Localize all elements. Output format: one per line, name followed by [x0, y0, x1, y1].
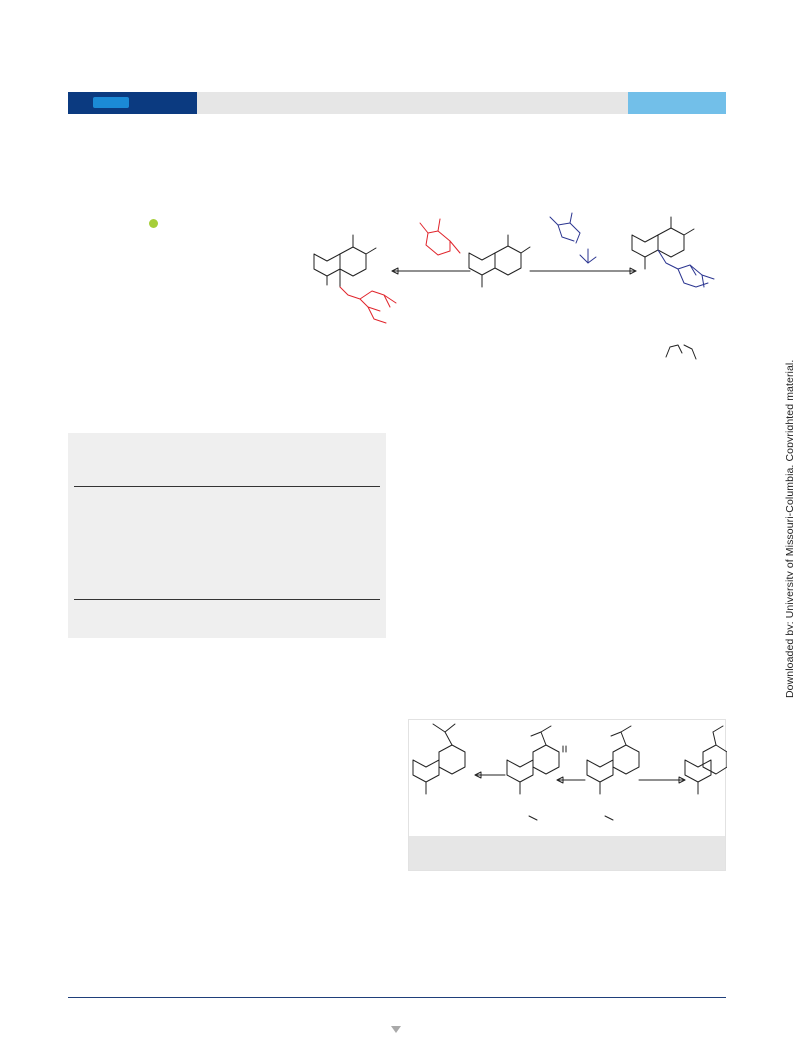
top-reaction-scheme [313, 212, 715, 360]
download-notice: Downloaded by: University of Missouri-Co… [784, 359, 793, 698]
table-bottom-rule [74, 599, 380, 600]
triangle-down-icon[interactable] [391, 1026, 401, 1033]
section-badge [93, 97, 129, 108]
left-product-red-fragment [339, 286, 397, 324]
orcid-icon[interactable] [149, 219, 158, 228]
starting-material-structure [468, 234, 531, 288]
journal-header-bar [68, 92, 197, 114]
header-accent-band [628, 92, 726, 114]
bottom-product-2-structure [506, 725, 567, 821]
table-top-rule [74, 486, 380, 487]
footer-rule [68, 997, 726, 998]
left-product-structure [313, 234, 377, 288]
bottom-product-3-structure [684, 725, 727, 795]
right-product-blue-fragment [657, 249, 715, 288]
scheme-caption-band [409, 836, 725, 870]
substituent-fragment [665, 344, 697, 360]
bottom-product-1-structure [412, 723, 466, 795]
bottom-starting-material-structure [586, 725, 640, 821]
bottom-scheme-structures [412, 723, 727, 821]
right-product-structure [631, 216, 695, 270]
data-table [68, 433, 386, 638]
blue-reagent-structure [549, 212, 597, 264]
bottom-reaction-scheme [408, 719, 727, 871]
red-reagent-structure [419, 218, 461, 256]
header-title-band [197, 92, 628, 114]
